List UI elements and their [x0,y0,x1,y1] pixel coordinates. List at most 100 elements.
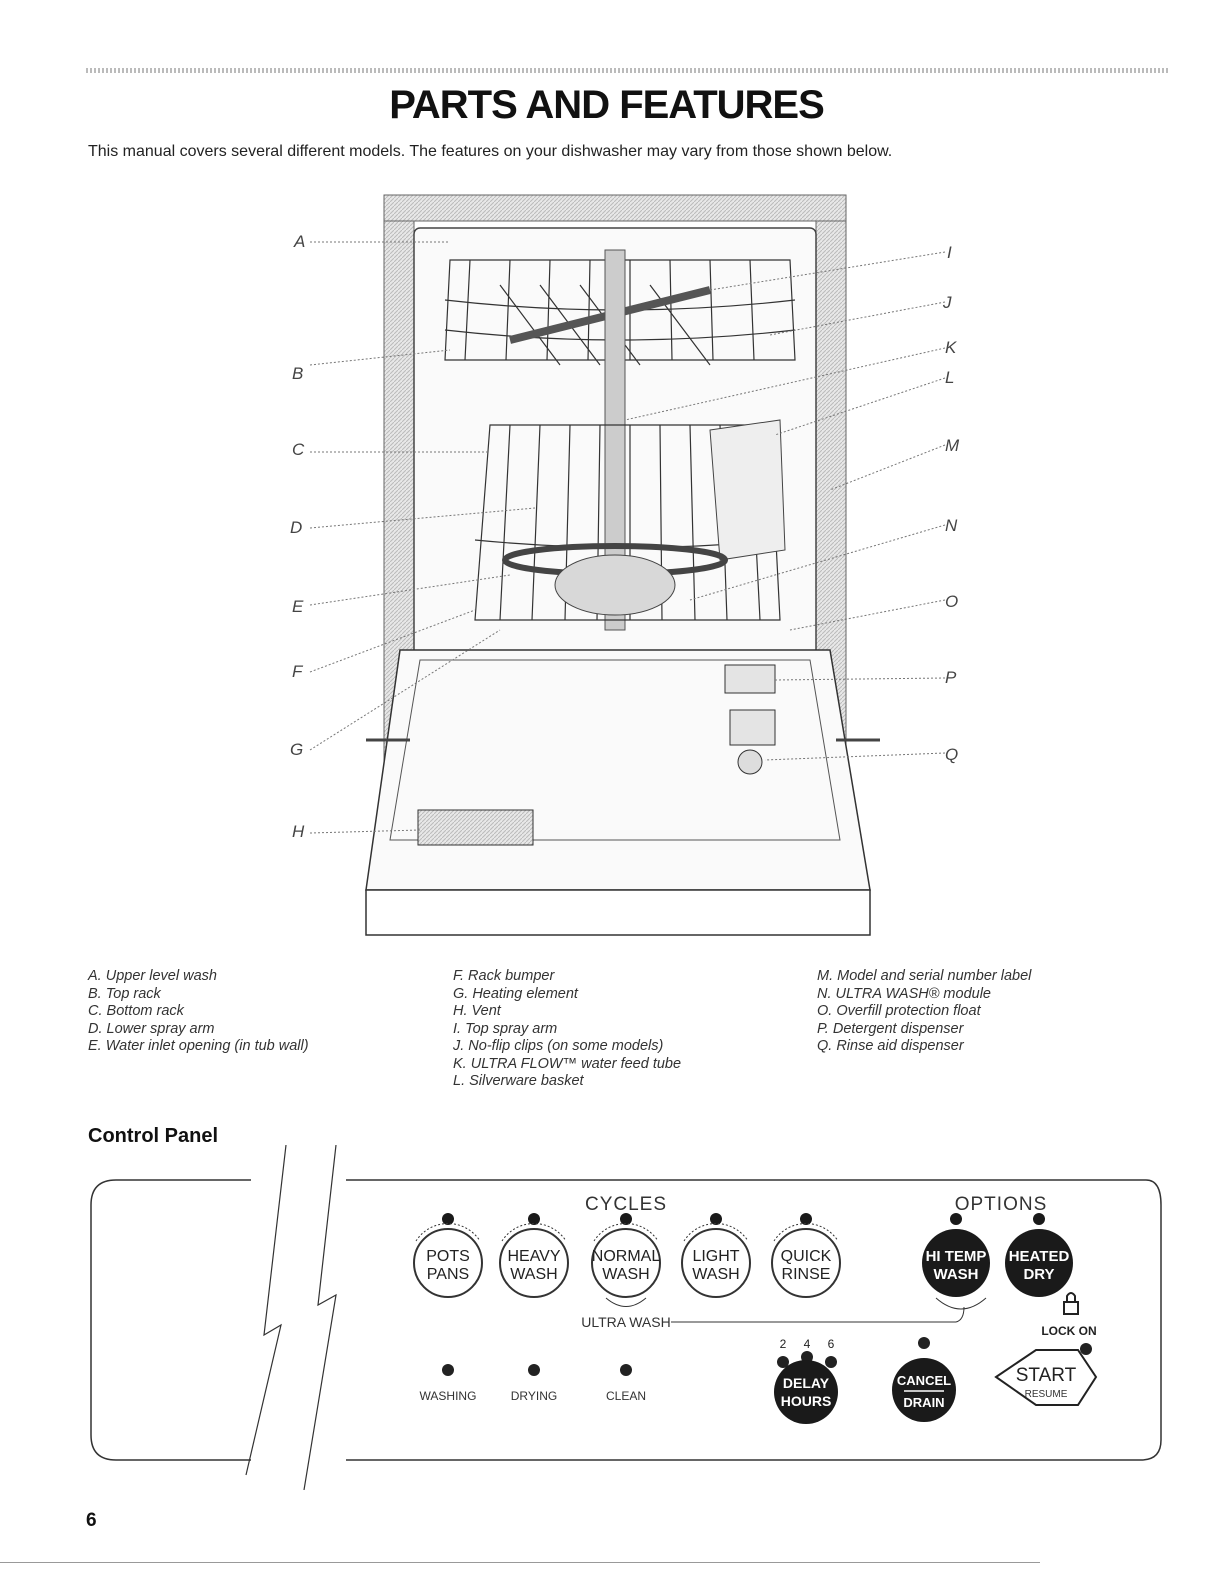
cycle-button-label: QUICK [781,1248,832,1265]
cancel-drain-button[interactable]: CANCEL DRAIN [892,1337,956,1422]
countertop [383,194,847,222]
callout-f: F [292,662,303,681]
callout-g: G [290,740,304,759]
cycle-led [800,1213,812,1225]
status-indicators: WASHING DRYING CLEAN [420,1364,646,1403]
ultra-wash-line-end [955,1306,965,1323]
callout-d: D [290,518,303,537]
cycle-button-label: RINSE [782,1266,831,1283]
legend-item: Q. Rinse aid dispenser [817,1038,964,1054]
legend-item: D. Lower spray arm [88,1020,215,1037]
leader-lines [309,241,946,834]
bottom-rule [0,1562,1040,1563]
legend-item: P. Detergent dispenser [817,1020,964,1037]
legend-item: E. Water inlet opening (in tub wall) [88,1038,309,1054]
door [365,649,871,891]
control-panel: CYCLES OPTIONS POTSPANSHEAVYWASHNORMALWA… [90,1145,1162,1490]
legend-item: I. Top spray arm [453,1020,558,1037]
callout-l: L [945,368,955,387]
delay-hour-2: 2 [780,1337,787,1351]
cycle-buttons: POTSPANSHEAVYWASHNORMALWASHLIGHTWASHQUIC… [413,1213,841,1298]
feed-tube-shape [604,249,626,631]
wash-module-shape [554,554,676,616]
washing-label: WASHING [420,1389,477,1403]
callout-a: A [294,232,306,251]
callout-i: I [947,243,952,262]
clean-label: CLEAN [606,1389,646,1403]
legend-item: N. ULTRA WASH® module [817,985,991,1002]
vent-shape [417,809,534,846]
legend-item: B. Top rack [88,985,161,1002]
ultra-wash-arc [605,1297,647,1307]
callout-q: Q [945,745,959,764]
legend-item: H. Vent [453,1003,501,1019]
silverware-basket-shape [709,419,786,561]
page-title: PARTS AND FEATURES [389,83,825,127]
washing-led [442,1364,454,1376]
cycle-button-label: WASH [510,1266,557,1283]
svg-text:RESUME: RESUME [1025,1389,1068,1400]
legend-item: A. Upper level wash [88,968,217,984]
detergent-dispenser-shape [724,664,776,694]
rinse-aid-dispenser-shape [737,749,763,775]
cycle-button-label: POTS [426,1248,470,1265]
svg-text:CANCEL: CANCEL [897,1373,951,1388]
callout-c: C [292,440,305,459]
ultra-wash-arc-2 [935,1297,987,1310]
cycle-button-label: LIGHT [692,1248,739,1265]
option-button-label: HI TEMP [926,1248,987,1265]
cycle-led [442,1213,454,1225]
callout-m: M [945,436,960,455]
panel-outline [90,1179,1162,1461]
callout-j: J [943,293,952,312]
delay-hours-button[interactable]: DELAY HOURS [774,1360,838,1424]
lock-on-label: LOCK ON [1041,1324,1096,1338]
dishwasher-illustration [309,194,946,936]
clean-led [620,1364,632,1376]
option-button-label: WASH [934,1266,979,1283]
start-led [1080,1343,1092,1355]
drying-label: DRYING [511,1389,557,1403]
top-rule [86,68,1168,73]
legend-column-1: A. Upper level wash B. Top rack C. Botto… [88,968,309,1056]
intro-text: This manual covers several different mod… [88,143,893,160]
callout-b: B [292,364,304,383]
legend-item: L. Silverware basket [453,1073,584,1089]
legend-item: G. Heating element [453,985,578,1002]
legend-item: C. Bottom rack [88,1003,184,1019]
callout-p: P [945,668,957,687]
ultra-wash-label: ULTRA WASH [581,1314,670,1330]
callout-o: O [945,592,959,611]
lock-icon [1063,1292,1079,1315]
cancel-led [918,1337,930,1349]
cycle-led [620,1213,632,1225]
callout-k: K [945,338,957,357]
cycle-button-label: WASH [692,1266,739,1283]
option-led [950,1213,962,1225]
legend-item: J. No-flip clips (on some models) [453,1038,664,1054]
start-resume-button[interactable]: START RESUME [994,1343,1098,1406]
legend-item: K. ULTRA FLOW™ water feed tube [453,1055,682,1072]
delay-led-2 [777,1356,789,1368]
svg-text:DELAY: DELAY [783,1375,830,1391]
svg-text:START: START [1016,1365,1077,1386]
break-line-left [245,1145,287,1476]
legend-item: F. Rack bumper [453,968,555,984]
callout-h: H [292,822,305,841]
callout-e: E [292,597,304,616]
options-label: OPTIONS [955,1194,1048,1215]
legend-column-2: F. Rack bumper G. Heating element H. Ven… [453,968,681,1091]
cycle-button-label: NORMAL [592,1248,661,1265]
option-button-label: DRY [1023,1266,1054,1283]
delay-led-4 [801,1351,813,1363]
cycle-button-label: HEAVY [507,1248,560,1265]
page-number: 6 [86,1510,97,1531]
